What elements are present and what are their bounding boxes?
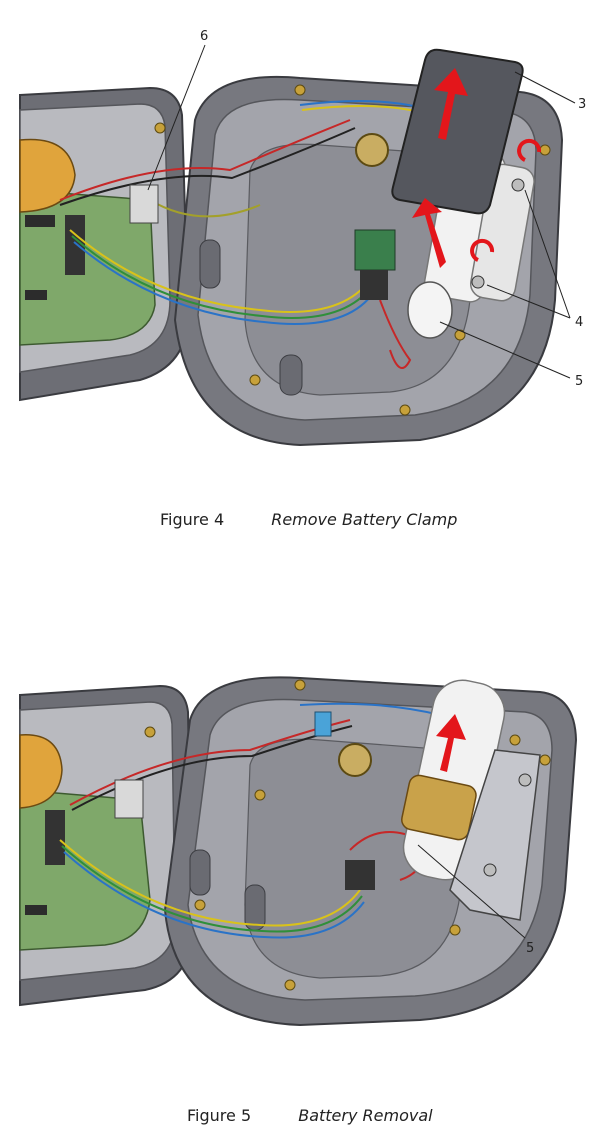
callout-3: 3 — [578, 97, 586, 112]
figure-5-illustration: 5 — [0, 640, 616, 1090]
wire-connector — [114, 779, 144, 819]
lift-arrow-icon — [436, 714, 466, 772]
figure-4-title: Remove Battery Clamp — [271, 510, 458, 529]
callout-4: 4 — [575, 315, 583, 330]
figure-5-drawing: 5 — [19, 676, 578, 1027]
lift-arrow-icon — [434, 68, 468, 140]
clamp-screw-1 — [518, 773, 532, 787]
figure-4-label: Figure 4 — [160, 510, 225, 529]
wire-connector-black — [360, 270, 388, 300]
wire-connector-6 — [129, 184, 159, 224]
pcb-connector — [45, 810, 65, 865]
housing-posts — [199, 239, 303, 396]
figure-4-illustration: 6 3 4 5 — [0, 0, 616, 500]
figure-5-caption: Figure 5 Battery Removal — [187, 1106, 433, 1125]
figure-4-drawing: 6 3 4 5 — [19, 29, 586, 447]
pcb-chip — [25, 905, 47, 915]
bnc-connector — [355, 133, 389, 167]
screw-bosses — [144, 679, 551, 991]
figure-4-caption: Figure 4 Remove Battery Clamp — [160, 510, 457, 529]
figure-5-title: Battery Removal — [298, 1106, 433, 1125]
battery-clamp — [391, 48, 524, 215]
callout-6: 6 — [200, 29, 208, 44]
callout-5: 5 — [526, 941, 534, 956]
pcb-chip-2 — [25, 290, 47, 300]
speaker-coil — [19, 138, 76, 213]
callout-5: 5 — [575, 374, 583, 389]
clamp-screw-2 — [483, 863, 497, 877]
figure-5-label: Figure 5 — [187, 1106, 252, 1125]
clamp-screw-1 — [511, 178, 525, 192]
rotate-arrow-icon-1 — [517, 138, 542, 162]
slide-arrow-icon — [412, 198, 446, 268]
wire-connector-green — [354, 229, 396, 271]
battery-clamp-plate — [449, 749, 541, 921]
circuit-board — [19, 189, 156, 346]
callout-leaders — [417, 844, 526, 939]
rotate-arrow-icon-2 — [470, 238, 495, 262]
wire-connector-black — [345, 860, 375, 890]
clamp-screw-2 — [471, 275, 485, 289]
bnc-connector — [338, 743, 372, 777]
speaker-coil — [19, 734, 63, 809]
pcb-chip — [25, 215, 55, 227]
wire-connector-blue — [314, 711, 332, 737]
callout-leaders — [147, 44, 576, 379]
